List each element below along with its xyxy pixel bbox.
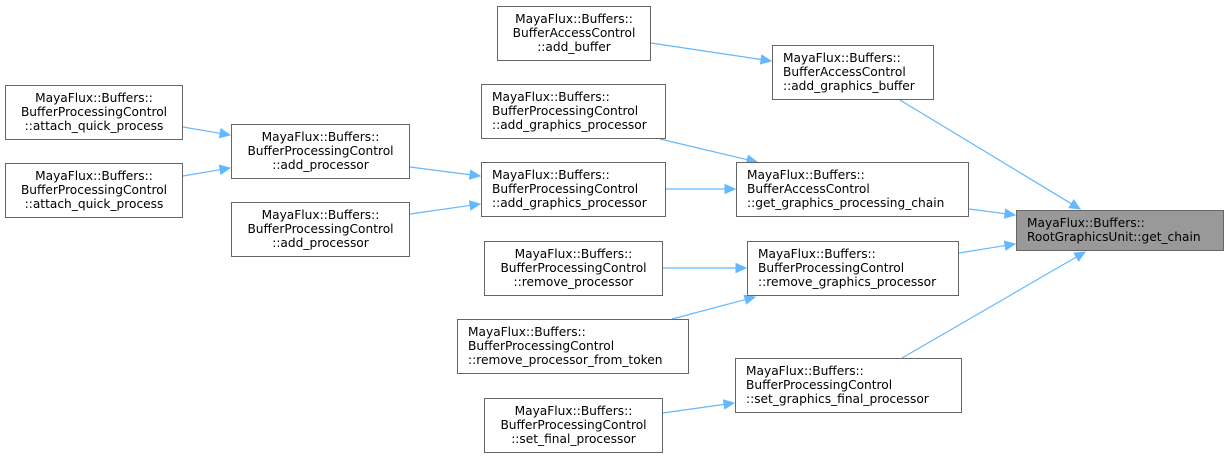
arrowhead-icon [1073, 251, 1087, 262]
arrowhead-icon [735, 262, 748, 274]
node-line: MayaFlux::Buffers:: [758, 247, 876, 261]
node-line: ::get_graphics_processing_chain [747, 196, 945, 210]
node-line: MayaFlux::Buffers:: [514, 404, 633, 418]
node-line: ::remove_processor [513, 275, 634, 289]
node-line: BufferProcessingControl [20, 183, 168, 197]
arrowhead-icon [218, 128, 232, 139]
edge-n8-to-n0 [968, 208, 1006, 215]
arrowhead-icon [722, 399, 736, 410]
node-line: BufferProcessingControl [247, 222, 394, 236]
node-root-graphics-unit-get-chain: MayaFlux::Buffers:: RootGraphicsUnit::ge… [1016, 210, 1224, 251]
node-set-graphics-final-processor[interactable]: MayaFlux::Buffers:: BufferProcessingCont… [735, 358, 962, 413]
node-add-processor-1[interactable]: MayaFlux::Buffers:: BufferProcessingCont… [231, 124, 410, 179]
node-line: BufferProcessingControl [500, 261, 647, 275]
node-line: BufferProcessingControl [468, 339, 615, 353]
node-line: MayaFlux::Buffers:: [261, 208, 380, 222]
arrowhead-icon [1068, 199, 1082, 210]
node-line: MayaFlux::Buffers:: [492, 90, 610, 104]
edge-n12-to-n11 [671, 298, 746, 320]
edge-n9-to-n7 [409, 204, 471, 215]
node-remove-processor-from-token[interactable]: MayaFlux::Buffers:: BufferProcessingCont… [457, 319, 689, 374]
node-line: MayaFlux::Buffers:: [783, 51, 901, 65]
node-line: MayaFlux::Buffers:: [261, 130, 380, 144]
edge-n4-to-n5 [182, 126, 221, 134]
node-line: BufferAccessControl [512, 26, 636, 40]
node-attach-quick-process-2[interactable]: MayaFlux::Buffers:: BufferProcessingCont… [5, 163, 183, 218]
node-set-final-processor[interactable]: MayaFlux::Buffers:: BufferProcessingCont… [484, 398, 663, 453]
arrowhead-icon [743, 294, 757, 305]
node-line: ::add_processor [272, 158, 369, 172]
node-line: MayaFlux::Buffers:: [468, 325, 586, 339]
node-line: BufferAccessControl [783, 65, 906, 79]
edge-n2-to-n0 [899, 99, 1072, 205]
arrowhead-icon [724, 183, 737, 195]
node-line: BufferProcessingControl [247, 144, 394, 158]
node-line: ::add_buffer [537, 40, 611, 54]
node-get-graphics-processing-chain[interactable]: MayaFlux::Buffers:: BufferAccessControl … [736, 162, 969, 217]
node-add-buffer[interactable]: MayaFlux::Buffers:: BufferAccessControl … [497, 6, 651, 61]
arrowhead-icon [468, 169, 482, 180]
node-add-graphics-processor-mid[interactable]: MayaFlux::Buffers:: BufferProcessingCont… [481, 162, 666, 217]
node-line: BufferProcessingControl [500, 418, 647, 432]
arrowhead-icon [468, 200, 482, 211]
arrowhead-icon [1003, 240, 1017, 251]
node-line: MayaFlux::Buffers:: [35, 91, 153, 105]
node-remove-processor[interactable]: MayaFlux::Buffers:: BufferProcessingCont… [484, 241, 663, 296]
edge-n5-to-n7 [409, 166, 471, 176]
node-attach-quick-process-1[interactable]: MayaFlux::Buffers:: BufferProcessingCont… [5, 85, 183, 140]
node-line: RootGraphicsUnit::get_chain [1027, 230, 1201, 244]
node-line: ::set_final_processor [511, 432, 636, 446]
node-line: MayaFlux::Buffers:: [746, 364, 864, 378]
node-line: MayaFlux::Buffers:: [1027, 216, 1145, 230]
arrowhead-icon [1003, 208, 1017, 219]
node-line: BufferAccessControl [747, 182, 870, 196]
node-add-graphics-processor-top[interactable]: MayaFlux::Buffers:: BufferProcessingCont… [481, 84, 666, 139]
edge-n6-to-n5 [182, 169, 221, 177]
node-line: MayaFlux::Buffers:: [747, 168, 865, 182]
node-line: BufferProcessingControl [758, 261, 905, 275]
arrowhead-icon [759, 54, 773, 65]
node-line: ::add_graphics_buffer [783, 79, 915, 93]
edge-n1-to-n2 [650, 42, 762, 61]
node-line: ::add_processor [272, 236, 369, 250]
node-line: ::attach_quick_process [24, 119, 164, 133]
node-line: ::remove_graphics_processor [758, 275, 937, 289]
arrowhead-icon [218, 164, 232, 175]
node-line: BufferProcessingControl [20, 105, 168, 119]
node-line: ::attach_quick_process [24, 197, 164, 211]
edge-n14-to-n13 [662, 403, 725, 414]
node-add-graphics-buffer[interactable]: MayaFlux::Buffers:: BufferAccessControl … [772, 45, 934, 100]
node-line: ::set_graphics_final_processor [746, 392, 929, 406]
node-line: MayaFlux::Buffers:: [514, 247, 633, 261]
node-add-processor-2[interactable]: MayaFlux::Buffers:: BufferProcessingCont… [231, 202, 410, 257]
node-line: MayaFlux::Buffers:: [492, 168, 610, 182]
node-line: ::remove_processor_from_token [468, 353, 663, 367]
edge-n11-to-n0 [958, 244, 1006, 254]
node-line: BufferProcessingControl [492, 182, 639, 196]
node-line: BufferProcessingControl [492, 104, 639, 118]
node-remove-graphics-processor[interactable]: MayaFlux::Buffers:: BufferProcessingCont… [747, 241, 959, 296]
node-line: ::add_graphics_processor [492, 118, 647, 132]
edge-n3-to-n8 [659, 138, 748, 161]
node-line: MayaFlux::Buffers:: [35, 169, 153, 183]
edge-n13-to-n0 [901, 256, 1077, 359]
node-line: BufferProcessingControl [746, 378, 893, 392]
node-line: MayaFlux::Buffers:: [515, 12, 633, 26]
node-line: ::add_graphics_processor [492, 196, 647, 210]
